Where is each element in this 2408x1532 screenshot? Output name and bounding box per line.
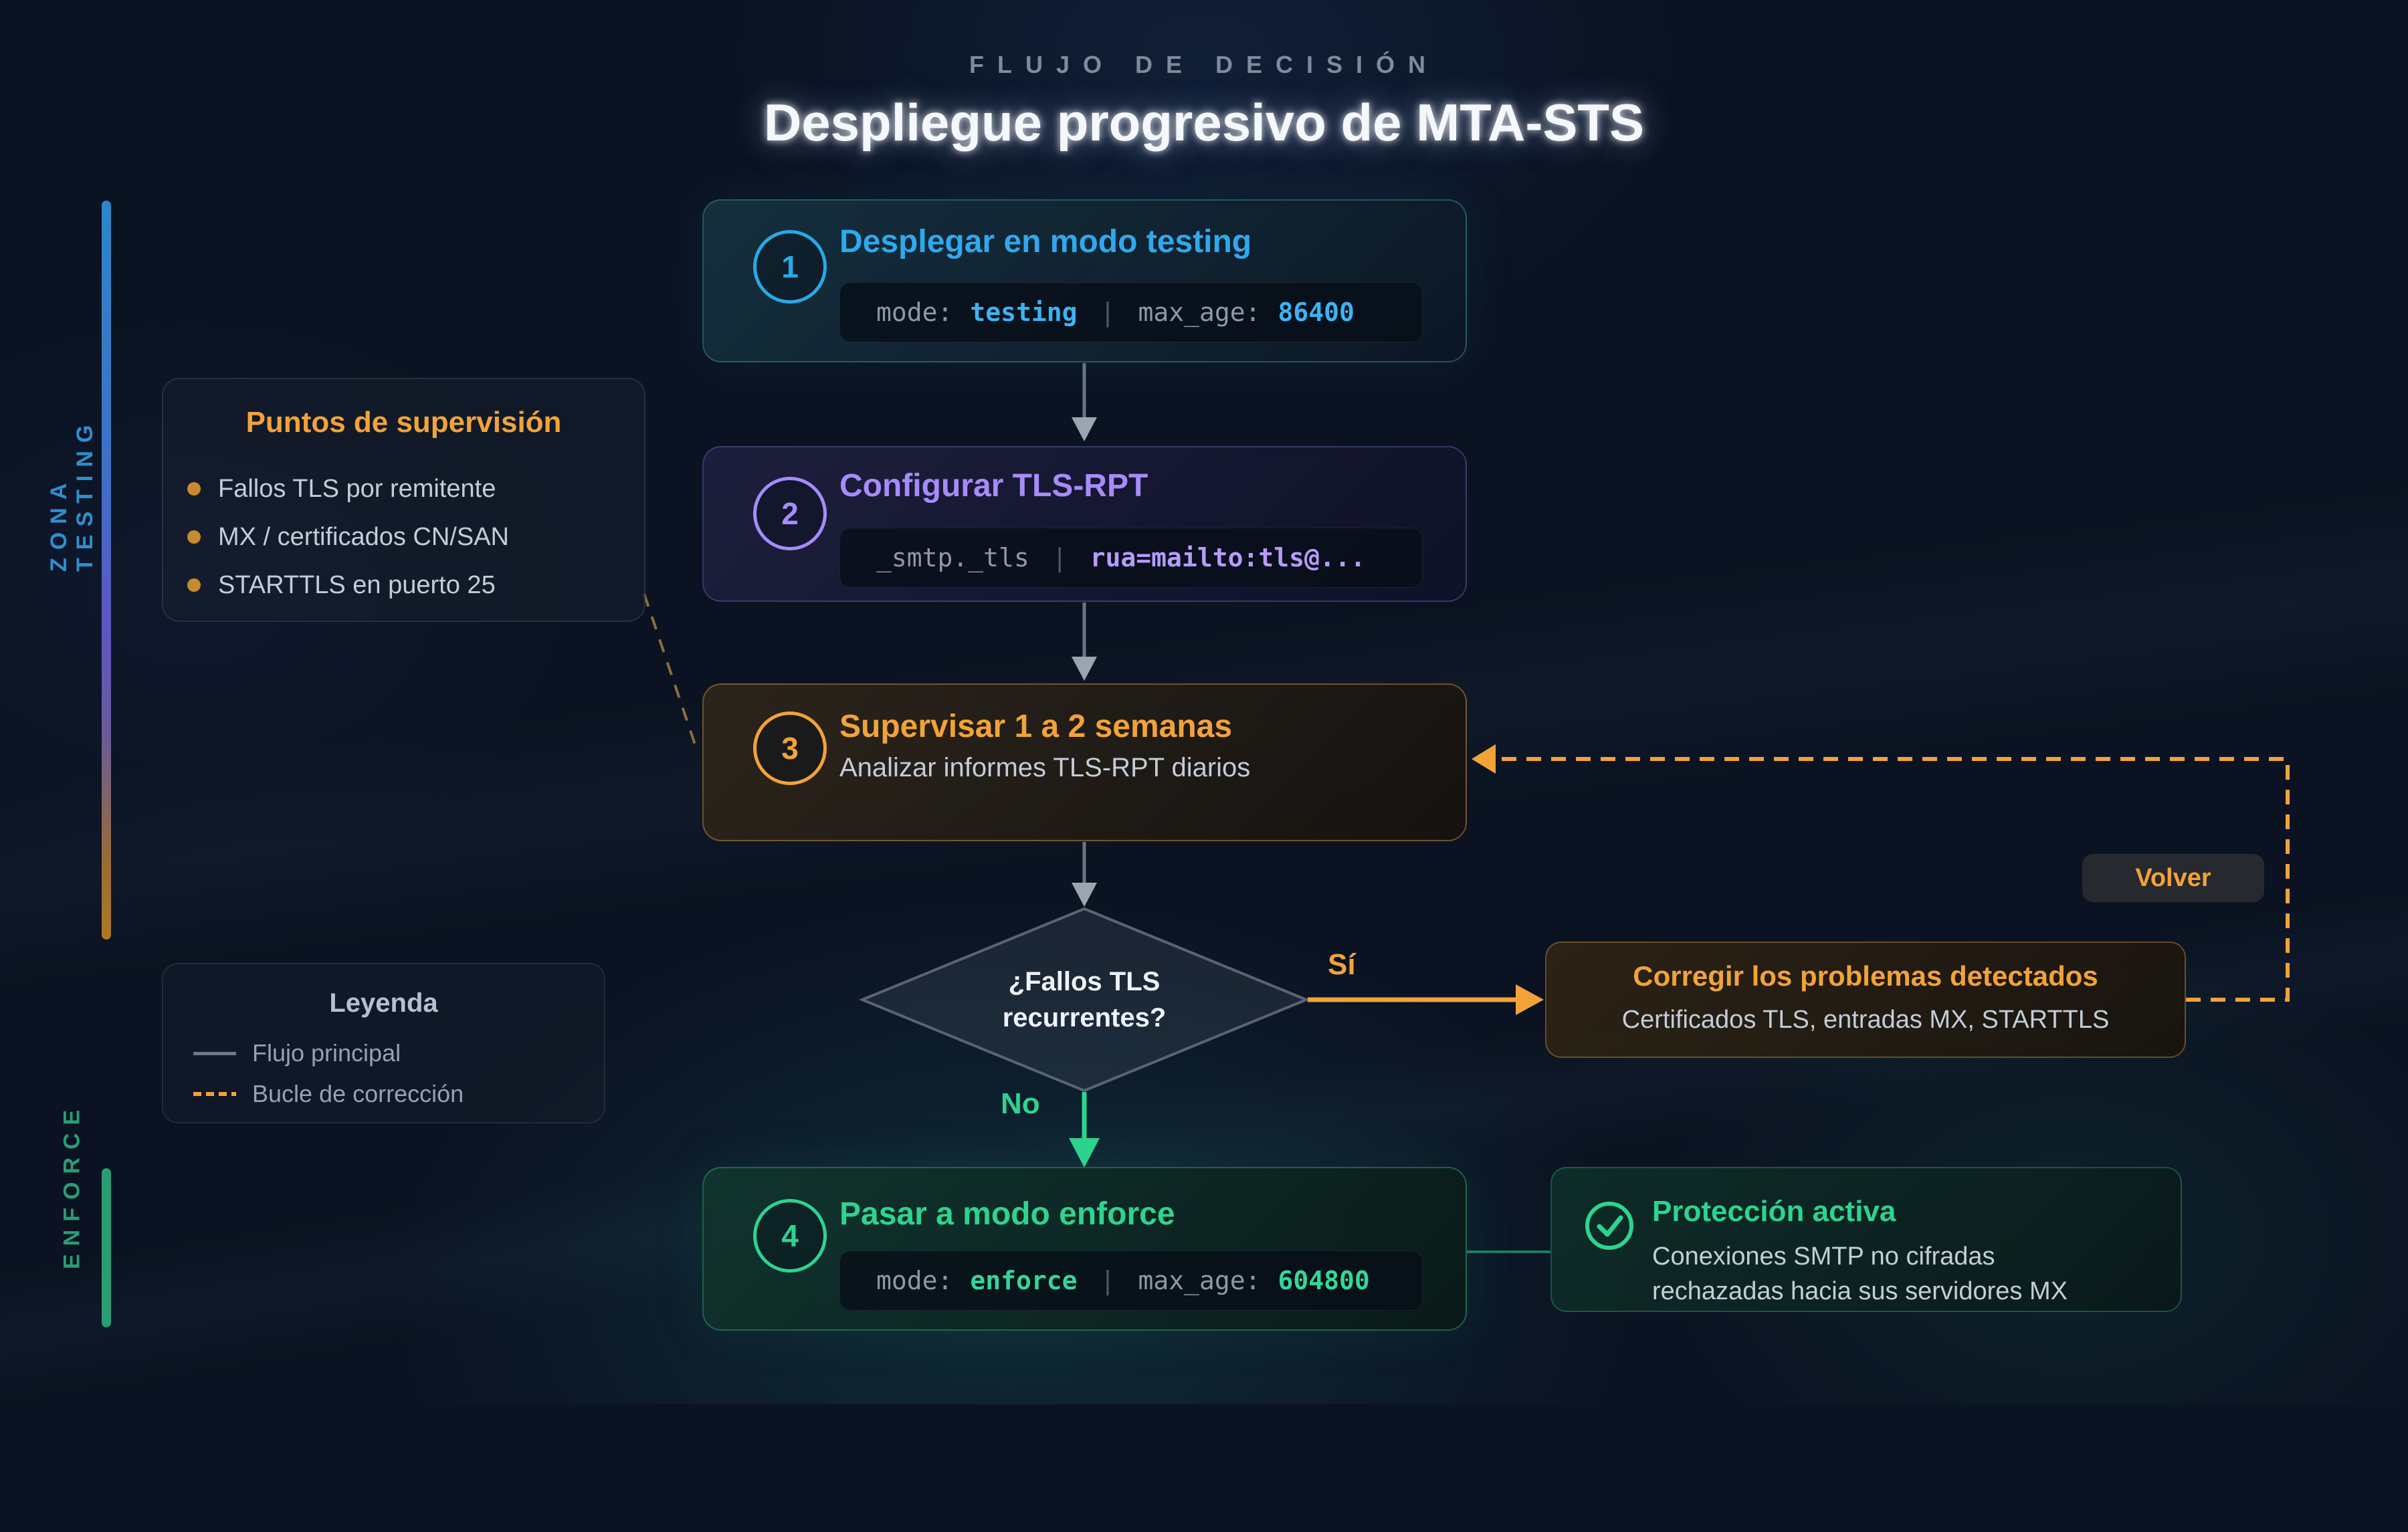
zone-enforce-label: ENFORCE bbox=[59, 1101, 85, 1270]
step3-subtitle: Analizar informes TLS-RPT diarios bbox=[839, 753, 1251, 782]
code-key: _smtp._tls bbox=[876, 543, 1029, 572]
zone-testing-label: ZONA TESTING bbox=[46, 417, 98, 572]
check-icon bbox=[1585, 1202, 1633, 1250]
step4-number-badge: 4 bbox=[753, 1199, 827, 1273]
dashed-line-sample bbox=[193, 1092, 236, 1096]
legend-item-label: Flujo principal bbox=[252, 1039, 401, 1067]
monitor-item: MX / certificados CN/SAN bbox=[187, 513, 509, 561]
code-separator: | bbox=[1100, 298, 1116, 327]
monitor-item-label: Fallos TLS por remitente bbox=[218, 474, 496, 503]
code-value: 604800 bbox=[1278, 1266, 1370, 1295]
code-separator: | bbox=[1051, 543, 1068, 572]
code-key: max_age: bbox=[1138, 298, 1261, 327]
monitor-item-list: Fallos TLS por remitente MX / certificad… bbox=[187, 465, 509, 609]
monitor-item: Fallos TLS por remitente bbox=[187, 465, 509, 513]
volver-button[interactable]: Volver bbox=[2082, 854, 2264, 902]
step1-number-badge: 1 bbox=[753, 230, 827, 304]
step3-title: Supervisar 1 a 2 semanas bbox=[839, 709, 1233, 744]
monitor-item-label: STARTTLS en puerto 25 bbox=[218, 570, 496, 599]
legend-item-main-flow: Flujo principal bbox=[193, 1037, 401, 1069]
bullet-dot bbox=[187, 482, 201, 496]
decision-question-line2: recurrentes? bbox=[1002, 1003, 1167, 1032]
step2-card: 2 Configurar TLS-RPT _smtp._tls | rua=ma… bbox=[702, 446, 1467, 602]
step2-number-badge: 2 bbox=[753, 477, 827, 550]
legend-panel: Leyenda Flujo principal Bucle de correcc… bbox=[162, 963, 605, 1123]
monitor-panel: Puntos de supervisión Fallos TLS por rem… bbox=[162, 378, 645, 622]
step1-code-chip: mode: testing | max_age: 86400 bbox=[839, 282, 1423, 342]
code-key: max_age: bbox=[1138, 1266, 1261, 1295]
monitor-item: STARTTLS en puerto 25 bbox=[187, 561, 509, 609]
step3-number-badge: 3 bbox=[753, 712, 827, 785]
legend-item-correction-loop: Bucle de corrección bbox=[193, 1078, 464, 1110]
code-key: mode: bbox=[876, 1266, 953, 1295]
code-value: testing bbox=[970, 298, 1078, 327]
step3-card: 3 Supervisar 1 a 2 semanas Analizar info… bbox=[702, 683, 1467, 841]
code-separator: | bbox=[1100, 1266, 1116, 1295]
fix-problems-subtitle: Certificados TLS, entradas MX, STARTTLS bbox=[1621, 1006, 2110, 1034]
protection-line2: rechazadas hacia sus servidores MX bbox=[1652, 1277, 2068, 1305]
step2-title: Configurar TLS-RPT bbox=[839, 468, 1148, 504]
bullet-dot bbox=[187, 530, 201, 544]
code-value: rua=mailto:tls@... bbox=[1090, 543, 1366, 572]
code-key: mode: bbox=[876, 298, 953, 327]
step2-code-chip: _smtp._tls | rua=mailto:tls@... bbox=[839, 528, 1423, 588]
fix-problems-title: Corregir los problemas detectados bbox=[1633, 960, 2098, 992]
legend-title: Leyenda bbox=[329, 988, 438, 1018]
decision-question: ¿Fallos TLS recurrentes? bbox=[950, 964, 1218, 1036]
monitor-item-label: MX / certificados CN/SAN bbox=[218, 522, 509, 551]
step4-code-chip: mode: enforce | max_age: 604800 bbox=[839, 1250, 1423, 1311]
bullet-dot bbox=[187, 578, 201, 592]
step4-title: Pasar a modo enforce bbox=[839, 1196, 1175, 1232]
solid-line-sample bbox=[193, 1051, 236, 1055]
fix-problems-card: Corregir los problemas detectados Certif… bbox=[1545, 942, 2186, 1058]
yes-label: Sí bbox=[1328, 948, 1356, 981]
step4-card: 4 Pasar a modo enforce mode: enforce | m… bbox=[702, 1167, 1467, 1331]
protection-card: Protección activa Conexiones SMTP no cif… bbox=[1550, 1167, 2182, 1312]
page-title: Despliegue progresivo de MTA-STS bbox=[763, 93, 1645, 152]
decision-question-line1: ¿Fallos TLS bbox=[1008, 967, 1161, 996]
zone-enforce-bar bbox=[102, 1168, 111, 1327]
code-value: enforce bbox=[970, 1266, 1078, 1295]
code-value: 86400 bbox=[1278, 298, 1354, 327]
no-label: No bbox=[1001, 1087, 1040, 1120]
protection-line1: Conexiones SMTP no cifradas bbox=[1652, 1242, 1995, 1271]
step1-card: 1 Desplegar en modo testing mode: testin… bbox=[702, 199, 1467, 362]
zone-testing-bar bbox=[102, 201, 111, 940]
protection-title: Protección activa bbox=[1652, 1195, 1896, 1228]
legend-item-label: Bucle de corrección bbox=[252, 1080, 464, 1107]
step1-title: Desplegar en modo testing bbox=[839, 224, 1252, 259]
monitor-panel-title: Puntos de supervisión bbox=[245, 406, 562, 439]
header-kicker: FLUJO DE DECISIÓN bbox=[969, 51, 1439, 78]
